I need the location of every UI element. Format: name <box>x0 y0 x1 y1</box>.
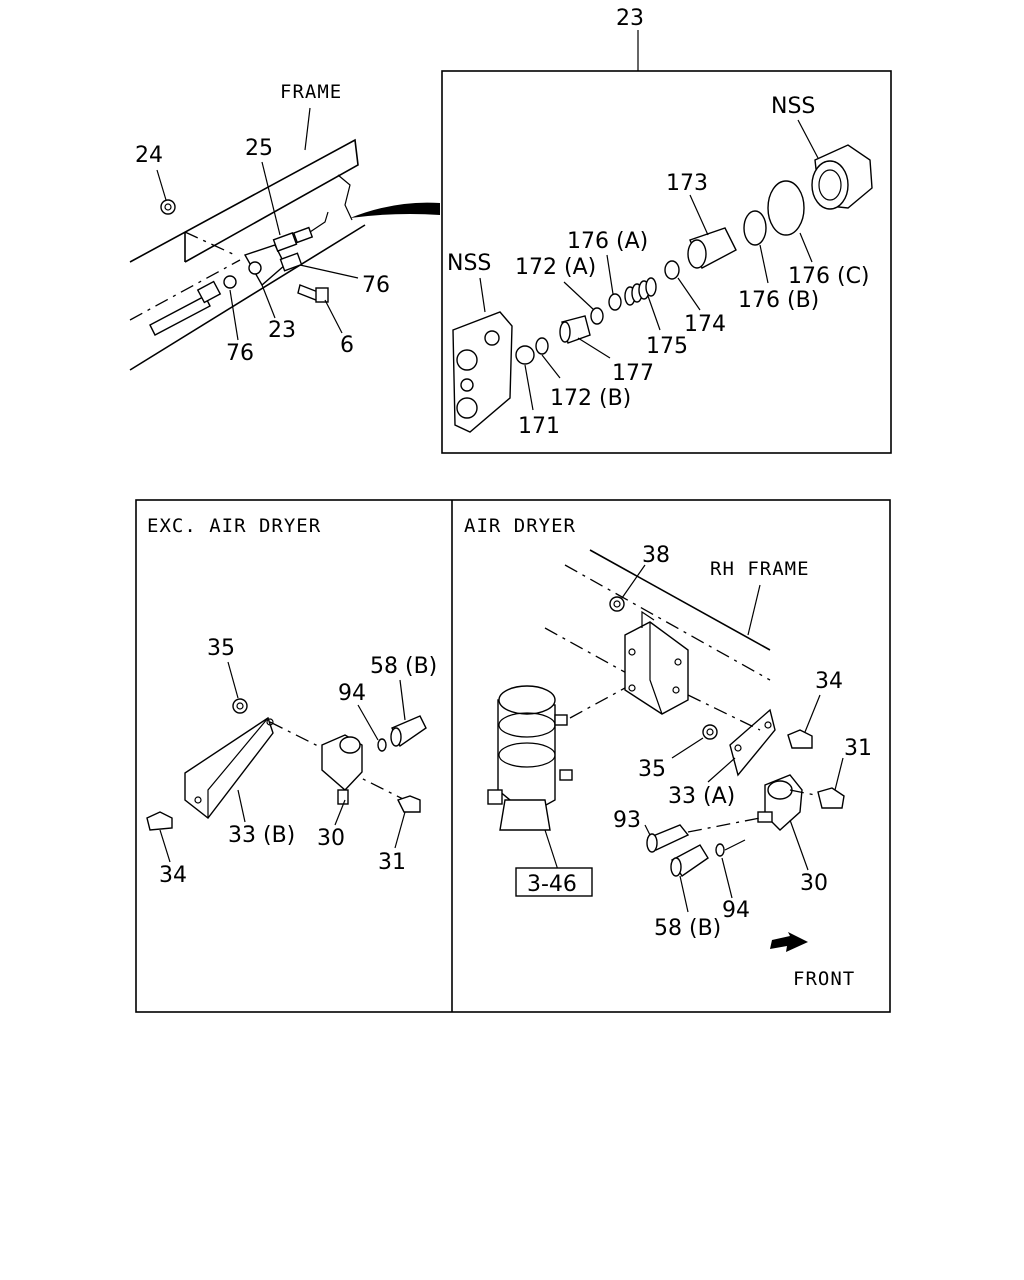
callout-58b-left: 58 (B) <box>370 654 437 679</box>
ref-box-label: 3-46 <box>527 872 577 897</box>
exc-air-dryer-drawing <box>146 661 427 863</box>
callout-6: 6 <box>340 333 354 358</box>
callout-33a: 33 (A) <box>668 784 735 809</box>
callout-23-detail: 23 <box>616 6 644 31</box>
label-nss-right: NSS <box>771 94 815 119</box>
front-label: FRONT <box>793 968 855 990</box>
callout-30-left: 30 <box>317 826 345 851</box>
callout-173: 173 <box>666 171 708 196</box>
callout-31-right: 31 <box>844 736 872 761</box>
callout-175: 175 <box>646 334 688 359</box>
callout-25: 25 <box>245 136 273 161</box>
rh-frame-caption: RH FRAME <box>710 558 810 580</box>
callout-172b: 172 (B) <box>550 386 631 411</box>
bottom-panels-frame <box>135 499 891 1013</box>
callout-38: 38 <box>642 543 670 568</box>
callout-176c: 176 (C) <box>788 264 870 289</box>
ref-box <box>515 867 593 897</box>
callout-34-left: 34 <box>159 863 187 888</box>
callout-35-right: 35 <box>638 757 666 782</box>
callout-35-left: 35 <box>207 636 235 661</box>
frame-caption: FRAME <box>280 81 342 103</box>
callout-174: 174 <box>684 312 726 337</box>
detail-box <box>441 30 892 454</box>
panel-title-exc-air-dryer: EXC. AIR DRYER <box>147 515 321 537</box>
air-dryer-drawing <box>487 549 845 952</box>
callout-176a: 176 (A) <box>567 229 648 254</box>
callout-176b: 176 (B) <box>738 288 819 313</box>
panel-title-air-dryer: AIR DRYER <box>464 515 576 537</box>
callout-76-left: 76 <box>226 341 254 366</box>
callout-58b-right: 58 (B) <box>654 916 721 941</box>
label-nss-left: NSS <box>447 251 491 276</box>
callout-31-left: 31 <box>378 850 406 875</box>
callout-94-right: 94 <box>722 898 750 923</box>
callout-23: 23 <box>268 318 296 343</box>
callout-172a: 172 (A) <box>515 255 596 280</box>
callout-24: 24 <box>135 143 163 168</box>
spring-175-shape <box>624 277 657 306</box>
callout-171: 171 <box>518 414 560 439</box>
callout-30-right: 30 <box>800 871 828 896</box>
callout-33b: 33 (B) <box>228 823 295 848</box>
callout-76-right: 76 <box>362 273 390 298</box>
callout-34-right: 34 <box>815 669 843 694</box>
callout-177: 177 <box>612 361 654 386</box>
callout-94-left: 94 <box>338 681 366 706</box>
callout-93: 93 <box>613 808 641 833</box>
frame-assembly <box>129 107 440 371</box>
